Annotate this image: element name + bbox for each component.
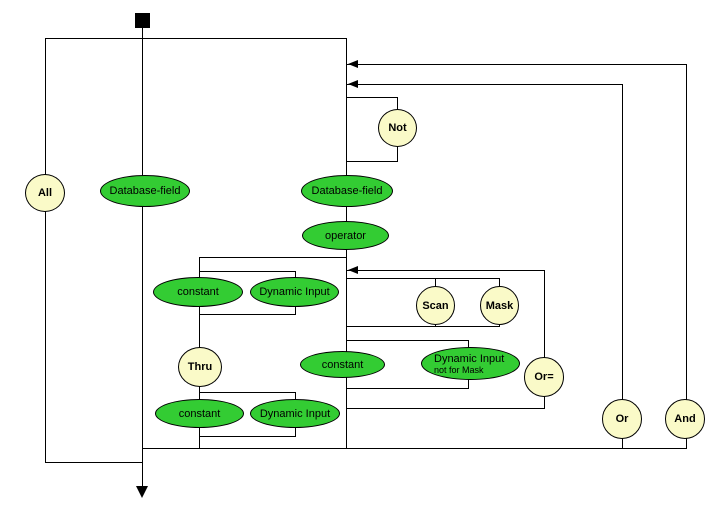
scan-mask-option-bottom-line	[346, 326, 500, 327]
node-thru-label: Thru	[187, 361, 213, 373]
dynamic-input-top-branch-top-line	[199, 271, 296, 272]
or-loop-arrowhead-icon	[348, 80, 358, 88]
and-loop-line	[686, 64, 687, 448]
main-flow-line	[142, 28, 143, 488]
node-not: Not	[378, 109, 417, 147]
dynamic-input-mask-branch-bottom-line	[346, 388, 469, 389]
node-thru: Thru	[178, 347, 222, 387]
node-dynamic-input-top: Dynamic Input	[250, 277, 339, 307]
node-constant-middle-label: constant	[321, 358, 364, 371]
not-option-bottom-line	[346, 161, 398, 162]
node-or-label: Or	[615, 413, 629, 425]
or-equals-loop-feed-line	[346, 408, 545, 409]
node-scan-label: Scan	[422, 299, 449, 312]
node-dynamic-input-not-for-mask: Dynamic Input not for Mask	[421, 347, 520, 380]
node-database-field-left: Database-field	[100, 175, 190, 207]
node-dynamic-input-bottom-label: Dynamic Input	[259, 407, 331, 420]
node-constant-bottom-label: constant	[178, 407, 221, 420]
all-branch-line	[45, 38, 46, 462]
node-mask: Mask	[480, 286, 519, 325]
start-node	[135, 13, 150, 28]
node-database-field-right: Database-field	[301, 175, 393, 207]
node-and: And	[665, 399, 705, 439]
not-option-top-line	[346, 97, 398, 98]
node-all-label: All	[37, 187, 53, 199]
node-operator: operator	[302, 221, 389, 250]
all-branch-join-line	[45, 462, 143, 463]
node-not-label: Not	[388, 122, 407, 134]
and-loop-return-line	[347, 64, 686, 65]
dynamic-input-bottom-branch-top-line	[199, 392, 296, 393]
node-constant-bottom: constant	[155, 399, 244, 428]
node-all: All	[25, 174, 65, 212]
node-scan: Scan	[416, 286, 455, 325]
node-dynamic-input-not-for-mask-label: Dynamic Input	[434, 352, 505, 365]
node-constant-top-label: constant	[177, 286, 219, 298]
node-database-field-right-label: Database-field	[311, 185, 383, 197]
or-equals-loop-return-line	[347, 270, 545, 271]
end-arrowhead-icon	[136, 486, 148, 498]
or-loop-return-line	[347, 84, 623, 85]
and-loop-arrowhead-icon	[348, 60, 358, 68]
node-constant-middle: constant	[300, 351, 385, 378]
node-or-equals: Or=	[524, 357, 564, 397]
dynamic-input-bottom-branch-bottom-line	[199, 436, 296, 437]
value-branch-top-line	[199, 257, 347, 258]
node-operator-label: operator	[325, 229, 366, 242]
node-database-field-left-label: Database-field	[109, 185, 181, 197]
node-or-equals-label: Or=	[534, 371, 554, 383]
dynamic-input-mask-branch-top-line	[346, 340, 469, 341]
node-dynamic-input-top-label: Dynamic Input	[259, 286, 330, 298]
node-dynamic-input-bottom: Dynamic Input	[250, 399, 340, 428]
or-loop-line	[622, 84, 623, 448]
dynamic-input-top-branch-bottom-line	[199, 314, 296, 315]
top-branch-line	[45, 38, 347, 39]
or-equals-loop-arrowhead-icon	[348, 266, 358, 274]
node-mask-label: Mask	[485, 299, 514, 312]
node-dynamic-input-not-for-mask-sublabel: not for Mask	[434, 364, 484, 375]
or-equals-loop-line	[544, 270, 545, 409]
node-constant-top: constant	[153, 277, 243, 307]
node-or: Or	[602, 399, 642, 439]
scan-mask-option-top-line	[346, 278, 500, 279]
collector-line	[142, 448, 687, 449]
node-and-label: And	[674, 413, 696, 425]
